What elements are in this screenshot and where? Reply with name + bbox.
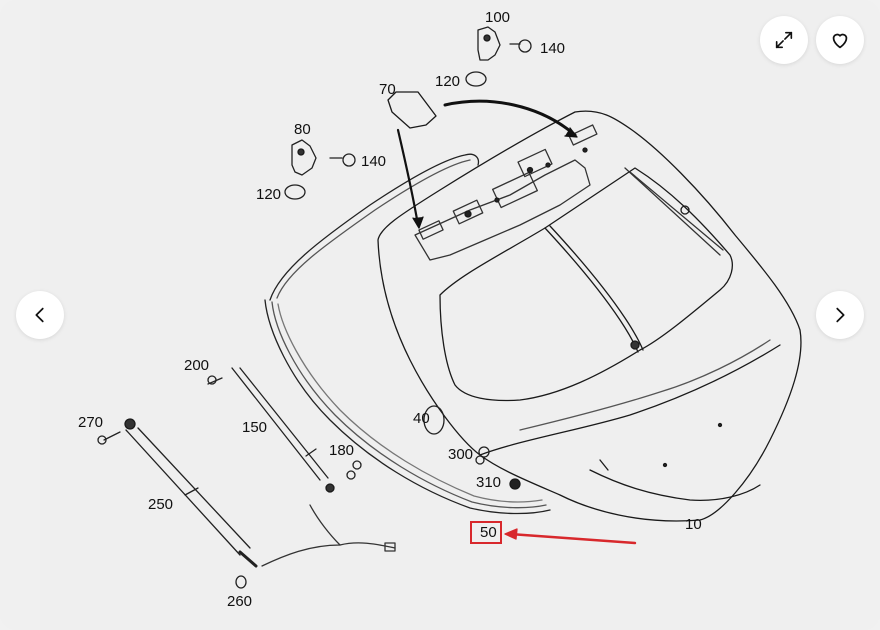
- part-label-100: 100: [485, 9, 511, 26]
- part-label-150: 150: [242, 419, 268, 436]
- part-label-310: 310: [476, 474, 502, 491]
- highlight-box-part-50: [470, 521, 502, 544]
- part-label-10: 10: [685, 516, 702, 533]
- heart-icon: [832, 33, 848, 49]
- chevron-right-icon: [836, 307, 845, 323]
- part-label-120: 120: [435, 73, 461, 90]
- previous-image-button[interactable]: [16, 291, 64, 339]
- part-label-180: 180: [329, 442, 355, 459]
- expand-arrows-icon: [775, 31, 793, 49]
- part-label-50: 50: [480, 524, 497, 541]
- chevron-left-icon: [35, 307, 44, 323]
- favorite-button[interactable]: [816, 16, 864, 64]
- part-label-40: 40: [413, 410, 430, 427]
- part-label-140: 140: [540, 40, 566, 57]
- part-label-120: 120: [256, 186, 282, 203]
- part-label-270: 270: [78, 414, 104, 431]
- part-label-250: 250: [148, 496, 174, 513]
- part-label-260: 260: [227, 593, 253, 610]
- part-label-70: 70: [379, 81, 396, 98]
- part-label-80: 80: [294, 121, 311, 138]
- next-image-button[interactable]: [816, 291, 864, 339]
- part-label-300: 300: [448, 446, 474, 463]
- expand-button[interactable]: [760, 16, 808, 64]
- part-label-200: 200: [184, 357, 210, 374]
- part-label-140: 140: [361, 153, 387, 170]
